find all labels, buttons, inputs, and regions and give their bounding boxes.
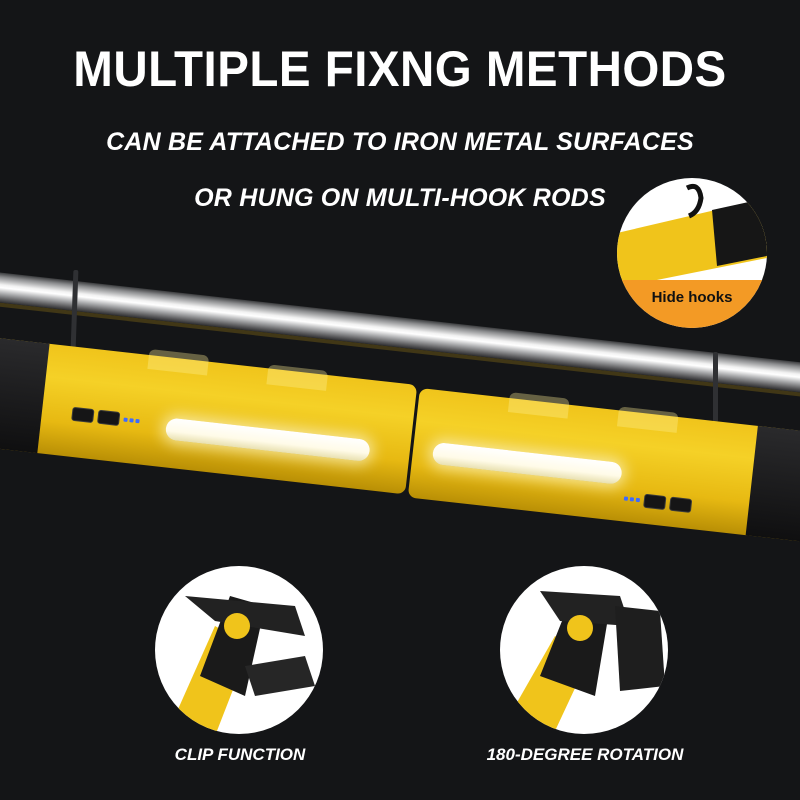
- power-button-icon[interactable]: [71, 406, 95, 424]
- hide-hooks-label: Hide hooks: [651, 289, 733, 306]
- hide-hooks-inset: Hide hooks: [617, 178, 767, 328]
- power-button-icon[interactable]: [668, 496, 693, 513]
- subtitle-line-2: OR HUNG ON MULTI-HOOK RODS: [194, 184, 606, 212]
- battery-level-icon: [623, 491, 641, 507]
- battery-level-icon: [123, 413, 140, 429]
- light-bar-right: [407, 388, 800, 544]
- light-bar-left: [0, 336, 418, 495]
- rotation-inset: [500, 566, 668, 734]
- clip-illustration: [175, 596, 315, 734]
- rotation-caption: 180-DEGREE ROTATION: [486, 745, 684, 764]
- clip-function-caption: CLIP FUNCTION: [174, 745, 306, 764]
- hook-icon: [713, 352, 718, 422]
- mode-button-icon[interactable]: [643, 493, 667, 511]
- subtitle-line-1: CAN BE ATTACHED TO IRON METAL SURFACES: [106, 128, 694, 156]
- rotation-illustration: [515, 591, 665, 731]
- mode-button-icon[interactable]: [96, 409, 121, 427]
- hide-hooks-band: [617, 280, 767, 328]
- page-title: MULTIPLE FIXNG METHODS: [73, 41, 727, 97]
- hidden-hook-illustration: [617, 183, 767, 288]
- clip-function-inset: [155, 566, 323, 734]
